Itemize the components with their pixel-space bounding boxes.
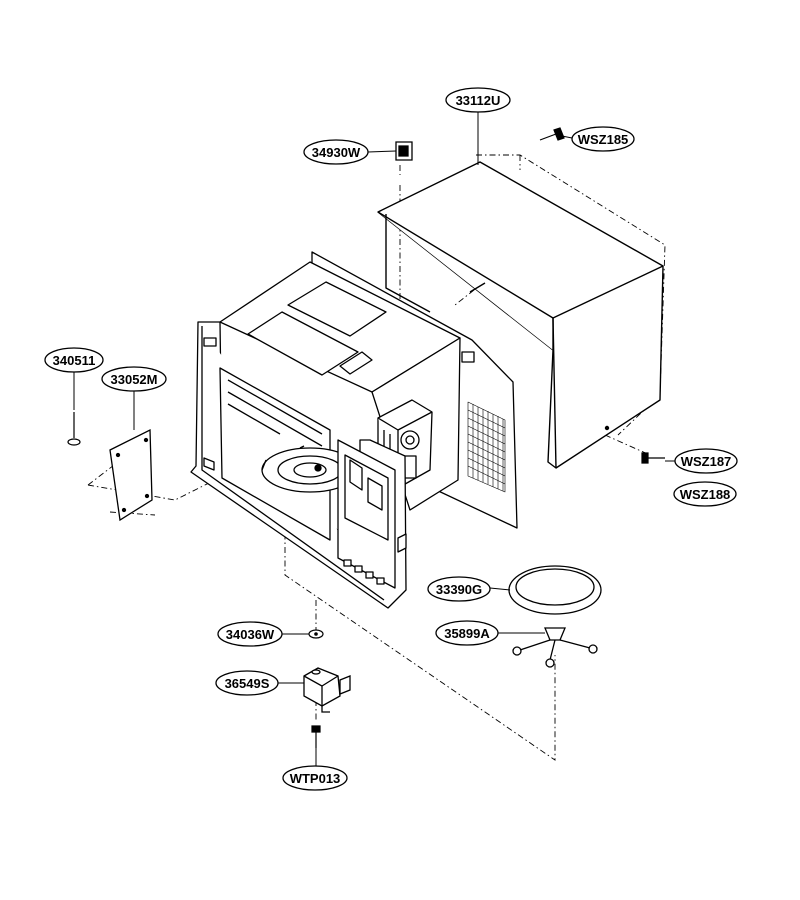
motor-36549s	[303, 667, 351, 713]
glass-tray-33390g	[508, 565, 602, 615]
label-33390g: 33390G	[427, 576, 491, 602]
svg-text:340511: 340511	[53, 353, 96, 368]
vent-grille	[467, 401, 506, 493]
svg-text:34036W: 34036W	[226, 627, 275, 642]
screw-wsz185	[539, 127, 565, 141]
screw-wsz187	[641, 452, 665, 464]
svg-text:WSZ187: WSZ187	[681, 454, 732, 469]
svg-text:35899A: 35899A	[444, 626, 490, 641]
svg-text:WSZ188: WSZ188	[680, 487, 731, 502]
svg-text:36549S: 36549S	[225, 676, 270, 691]
coupler-34036w	[308, 629, 324, 639]
label-33052m: 33052M	[101, 366, 167, 392]
svg-text:33390G: 33390G	[436, 582, 482, 597]
svg-text:33052M: 33052M	[111, 372, 158, 387]
label-36549s: 36549S	[215, 670, 279, 696]
screw-wtp013	[311, 725, 321, 748]
oven-chassis	[190, 251, 518, 609]
panel-33052m	[109, 428, 153, 522]
switch-34930w	[395, 141, 413, 161]
label-wtp013: WTP013	[282, 765, 348, 791]
label-wsz185: WSZ185	[571, 126, 635, 152]
label-wsz187: WSZ187	[674, 448, 738, 474]
label-34036w: 34036W	[217, 621, 283, 647]
leader-lines	[73, 112, 675, 766]
svg-text:WTP013: WTP013	[290, 771, 341, 786]
label-33112u: 33112U	[445, 87, 511, 113]
svg-text:34930W: 34930W	[312, 145, 361, 160]
label-wsz188: WSZ188	[673, 481, 737, 507]
screw-340511	[67, 412, 81, 446]
svg-text:33112U: 33112U	[456, 93, 501, 108]
label-340511: 340511	[44, 347, 104, 373]
outer-cabinet	[377, 161, 664, 469]
turntable-base	[261, 445, 359, 493]
label-35899a: 35899A	[435, 620, 499, 646]
label-34930w: 34930W	[303, 139, 369, 165]
roller-ring-35899a	[512, 627, 598, 668]
svg-text:WSZ185: WSZ185	[578, 132, 629, 147]
